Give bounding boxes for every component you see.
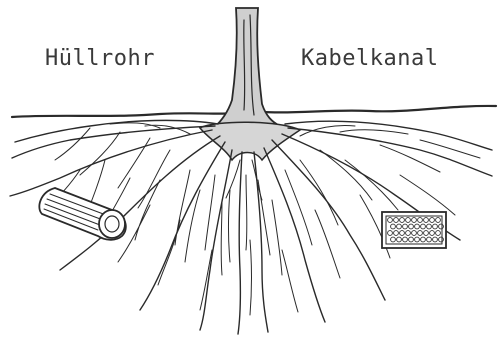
pipe-huellrohr — [39, 188, 126, 240]
pipe-inner — [105, 216, 119, 232]
cable-duct-kabelkanal — [382, 212, 446, 248]
tree-trunk — [214, 8, 280, 128]
duct-inner — [386, 216, 442, 244]
